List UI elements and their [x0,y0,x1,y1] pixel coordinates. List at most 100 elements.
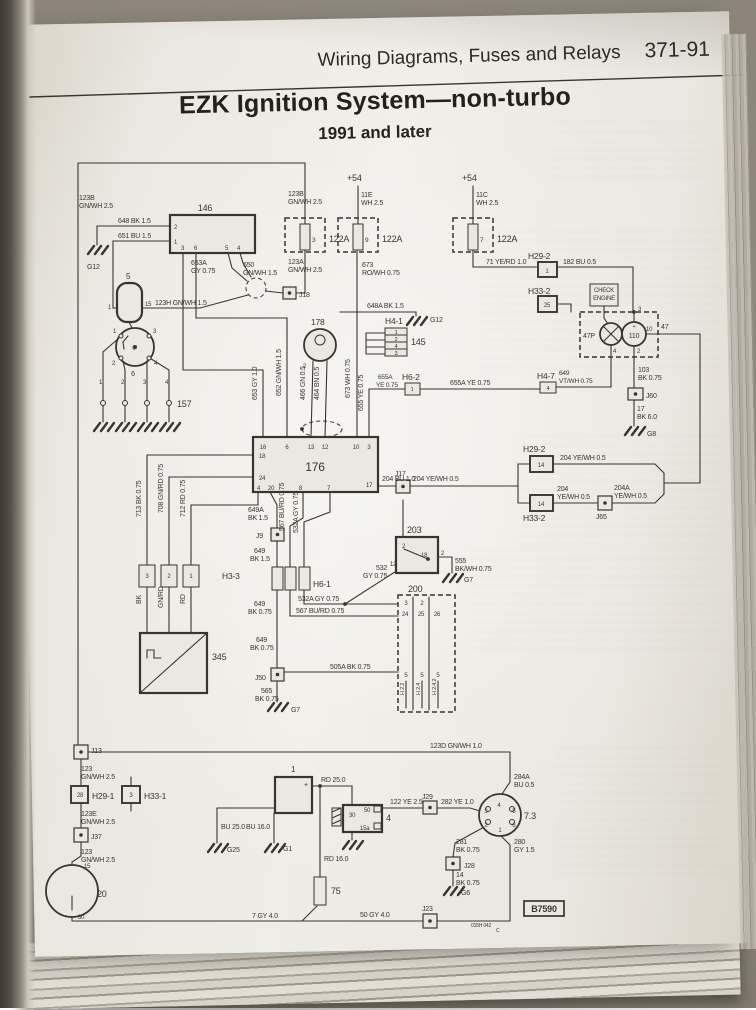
wire [139,632,208,694]
diagram-label: 157 [177,399,192,409]
component-box [373,822,382,830]
diagram-code-box [523,900,565,917]
diagram-label: 7.3 [524,811,536,821]
diagram-label: 204A [614,485,630,492]
diagram-label: J28 [464,863,475,870]
component-circle [146,333,152,339]
diagram-label: 2 [637,349,641,355]
wire [331,819,342,825]
wire [146,649,162,659]
wire [452,825,487,858]
diagram-label: YE 0.75 [376,382,398,389]
diagram-label: BK/WH 0.75 [455,566,492,573]
diagram-label: 5 [420,673,424,679]
diagram-label: 653A [191,260,207,267]
diagram-label: 12 [390,562,397,568]
wire [552,463,665,474]
diagram-label: GN/WH 2.5 [81,857,115,864]
connector-dot [451,861,455,866]
connector-dot [287,291,292,295]
connector-dot [428,805,432,810]
connector-dot [603,501,607,505]
diagram-label: 284A [514,774,530,781]
wire [436,807,481,812]
diagram-label: 26 [434,612,441,618]
diagram-label: 3 [484,809,488,815]
wire [71,916,424,922]
wire [324,360,328,438]
diagram-label: 655A [378,374,393,381]
diagram-label: 282 YE 1.0 [441,799,474,806]
diagram-label: G12 [87,264,100,271]
diagram-label: 146 [198,203,213,213]
diagram-label: WH 2.5 [476,200,498,207]
diagram-label: 1 [99,380,103,386]
diagram-label: 712 RD 0.75 [180,480,187,517]
diagram-label: H29-1 [92,791,115,801]
diagram-label: 1 [498,828,502,834]
diagram-label: H 2.4 [416,683,422,695]
diagram-label: 713 BK 0.75 [136,480,143,517]
gauge-110 [621,321,647,347]
diagram-label: 464 BN 0.5 [314,367,321,400]
diagram-label: 11C [476,192,488,199]
wire [517,463,531,487]
diagram-label: 1 [174,240,178,246]
wire [303,491,331,568]
diagram-label: 12 [322,445,329,451]
diagram-label: BU 16.0 [246,824,270,831]
diagram-label: 14 [456,872,464,879]
wire [437,556,453,574]
wire [141,294,249,309]
diagram-label: 1 [189,574,193,580]
diagram-components [45,213,659,929]
component-circle [485,819,491,825]
diagram-label: J37 [91,834,102,841]
component-circle [118,333,124,339]
diagram-label: 650 [243,262,254,269]
diagram-label: 015H 042 [471,923,492,929]
diagram-label: 47P [583,333,595,340]
connector-h3-3 [138,564,156,588]
diagram-label: 204 BU 1.0 [382,476,415,483]
component-box [467,223,479,251]
wire [96,225,171,246]
wire [556,303,572,313]
ground-symbol [341,839,365,851]
diagram-label: 2 [402,544,406,550]
wire [289,491,304,568]
page-bleed-through [555,745,725,875]
diagram-label: 122A [329,234,349,244]
power-stage-146 [168,213,257,255]
wire [331,813,342,819]
diagram-label: 4 [154,361,158,367]
diagram-label: GY 0.75 [363,573,387,580]
connector-dot [275,672,280,677]
ignition-switch-20 [45,864,99,918]
diagram-overlays [71,244,647,911]
diagram-label: 4 [386,813,391,823]
connector-h29-2-mid [529,455,554,473]
diagram-label: 6 [285,445,289,451]
diagram-label: 50 GY 4.0 [360,912,390,919]
junction-dot [426,557,430,561]
diagram-label: C [496,928,500,934]
fusible-link-75 [313,876,327,906]
diagram-label: 50 [364,808,371,814]
connector-h29-2 [537,261,558,278]
shield-symbol [301,420,343,438]
wire [77,162,306,225]
diagram-label: 649 [559,370,570,377]
junction-dot [632,310,636,314]
diagram-label: 4 [497,803,501,809]
component-circle [485,806,491,812]
diagram-label: 18 [421,553,428,559]
diagram-label: 5 [404,673,408,679]
diagram-label: 5 [436,673,440,679]
diagram-label: GN/WH 1.5 [243,270,277,277]
page-bleed-through [520,430,725,545]
diagram-label: 122 YE 2.5 [390,799,423,806]
diagram-label: 15 [84,864,91,870]
diagram-label: 71 YE/RD 1.0 [486,259,527,266]
